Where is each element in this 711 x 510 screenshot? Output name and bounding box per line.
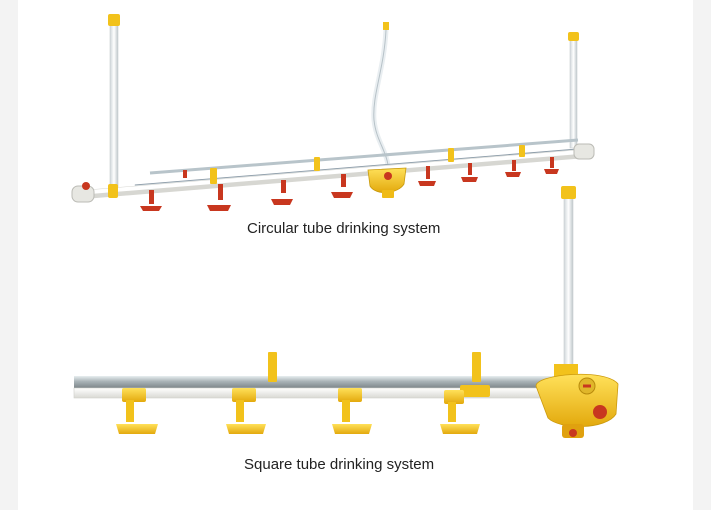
right-frame-margin [693, 0, 711, 510]
drinker-4 [440, 390, 480, 434]
left-frame-margin [0, 0, 18, 510]
end-fitting-right [573, 143, 595, 160]
drinker-4 [331, 174, 353, 198]
drinker-2 [207, 184, 231, 211]
supply-pipe-cap [561, 186, 576, 199]
white-square-pipe [73, 387, 565, 399]
hanging-rod-left [109, 23, 119, 193]
upper-rail [149, 138, 579, 175]
drinker-row-circular [140, 157, 559, 211]
end-plug-left [82, 182, 90, 190]
hose-cap [383, 22, 389, 30]
caption-circular-tube: Circular tube drinking system [247, 220, 441, 237]
drinker-1 [116, 388, 158, 434]
square-tube-drinking-system [73, 186, 619, 438]
drinker-7 [505, 160, 521, 177]
tube-clips [268, 352, 490, 397]
drinker-1 [140, 190, 162, 211]
drinker-8 [544, 157, 559, 174]
drinker-6 [461, 163, 478, 182]
pressure-regulator [367, 167, 407, 198]
rod-cap-left [108, 14, 120, 26]
silver-tube [74, 376, 564, 388]
circular-tube-drinking-system [71, 14, 595, 211]
supply-hose-outline [373, 29, 389, 166]
vertical-supply-pipe [563, 195, 574, 371]
drinker-3 [332, 388, 372, 434]
drinker-3 [271, 180, 293, 205]
drinker-5 [418, 166, 436, 186]
caption-square-tube: Square tube drinking system [244, 456, 435, 473]
drinker-9 [183, 170, 187, 178]
drinker-2 [226, 388, 266, 434]
rod-cap-right [568, 32, 579, 41]
pipe-clips [108, 145, 525, 198]
drinker-row-square [116, 388, 480, 434]
square-pressure-regulator [535, 364, 619, 438]
hanging-rod-right [569, 37, 578, 149]
